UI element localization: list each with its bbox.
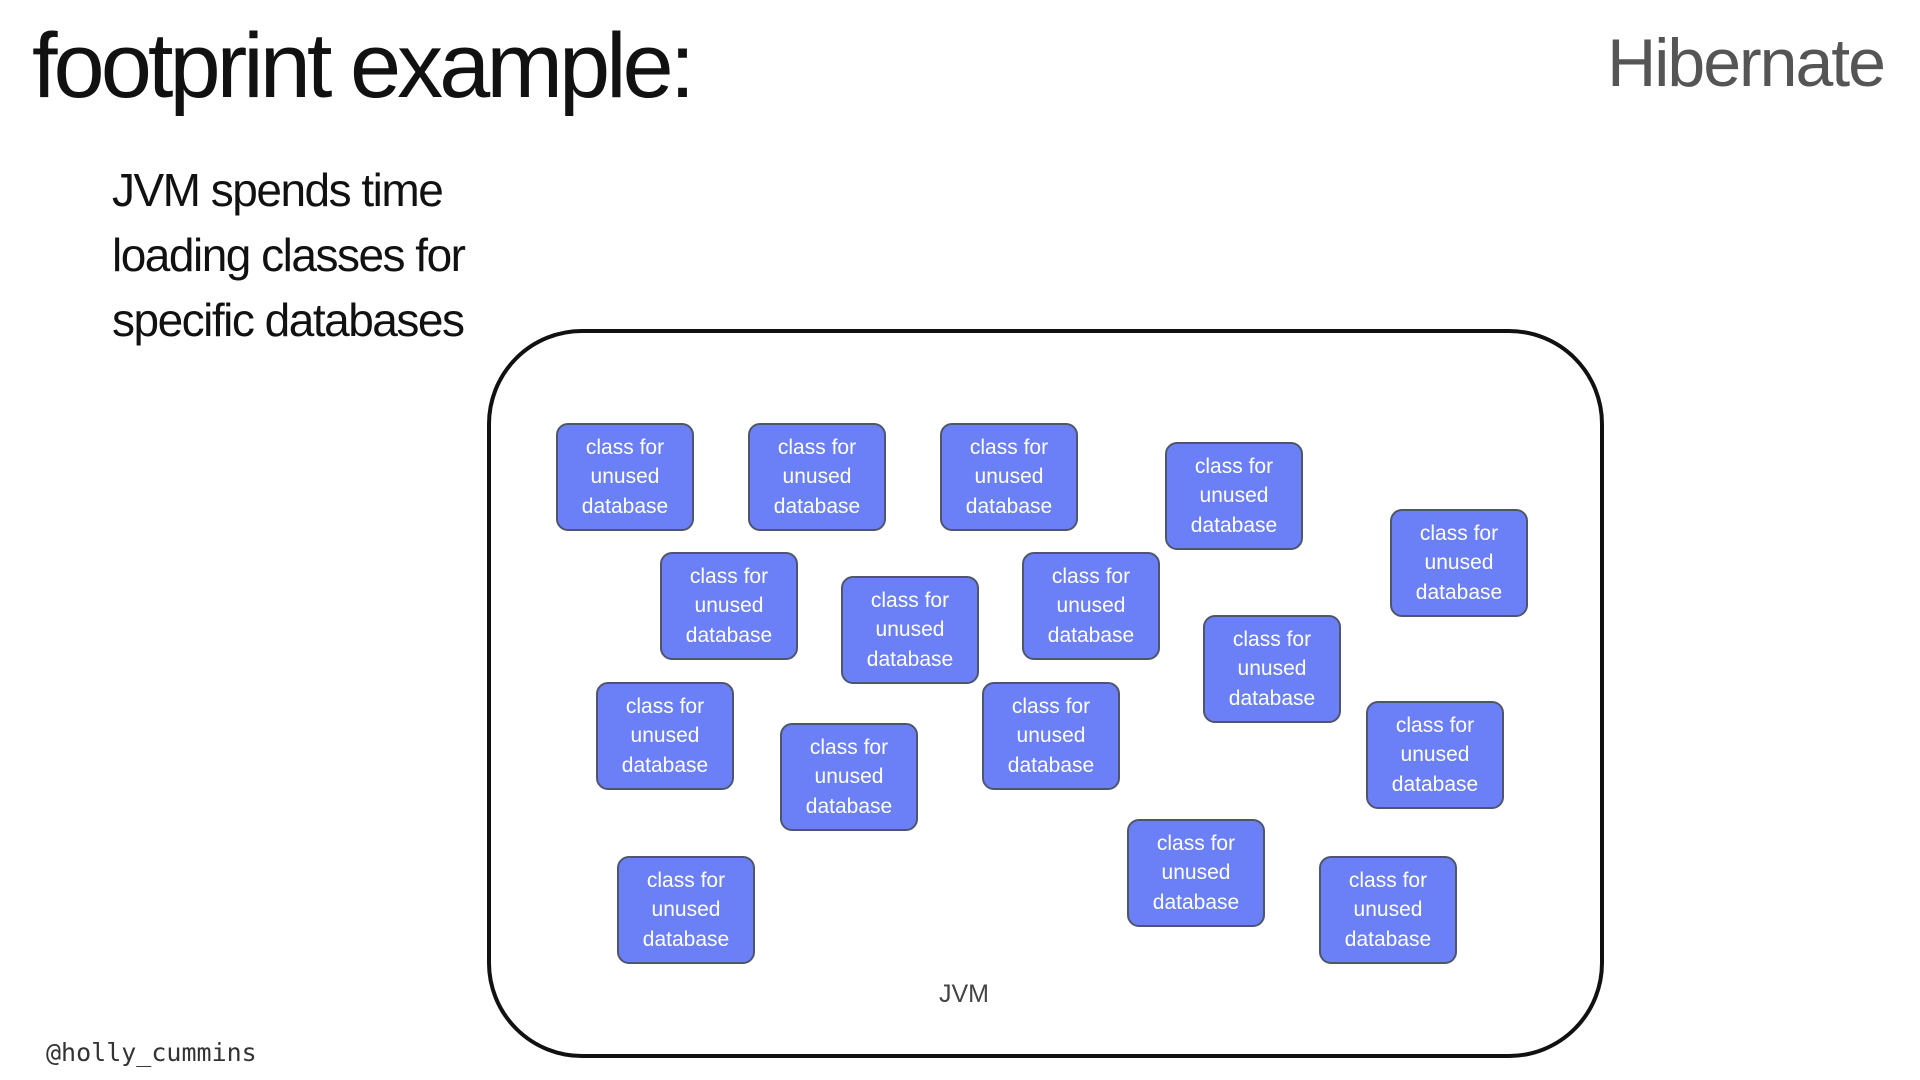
class-box-label: class for unused database [1047,564,1135,647]
class-box: class for unused database [1366,701,1504,809]
class-box: class for unused database [780,723,918,831]
body-line: specific databases [112,294,465,346]
class-box: class for unused database [841,576,979,684]
body-line: loading classes for [112,229,466,281]
class-box-label: class for unused database [1415,521,1503,604]
slide-title: footprint example: [32,15,695,117]
class-box-label: class for unused database [581,435,669,518]
class-box: class for unused database [1203,615,1341,723]
class-box-label: class for unused database [965,435,1053,518]
body-line: JVM spends time [112,164,444,216]
class-box-label: class for unused database [1344,868,1432,951]
class-box: class for unused database [982,682,1120,790]
class-box-label: class for unused database [685,564,773,647]
class-box-label: class for unused database [621,694,709,777]
class-box-label: class for unused database [1228,627,1316,710]
slide-topic: Hibernate [1607,25,1886,101]
class-box: class for unused database [1165,442,1303,550]
class-box-label: class for unused database [805,735,893,818]
class-box-label: class for unused database [1007,694,1095,777]
body-text: JVM spends time loading classes for spec… [112,158,466,353]
class-box-label: class for unused database [1152,831,1240,914]
class-box-label: class for unused database [642,868,730,951]
class-box: class for unused database [1022,552,1160,660]
author-handle: @holly_cummins [46,1038,257,1067]
class-box-label: class for unused database [1190,454,1278,537]
class-box: class for unused database [1319,856,1457,964]
class-box: class for unused database [748,423,886,531]
class-box: class for unused database [1127,819,1265,927]
jvm-container [487,329,1604,1058]
class-box: class for unused database [940,423,1078,531]
class-box-label: class for unused database [866,588,954,671]
class-box: class for unused database [556,423,694,531]
class-box: class for unused database [660,552,798,660]
class-box-label: class for unused database [1391,713,1479,796]
class-box: class for unused database [596,682,734,790]
class-box-label: class for unused database [773,435,861,518]
class-box: class for unused database [1390,509,1528,617]
class-box: class for unused database [617,856,755,964]
